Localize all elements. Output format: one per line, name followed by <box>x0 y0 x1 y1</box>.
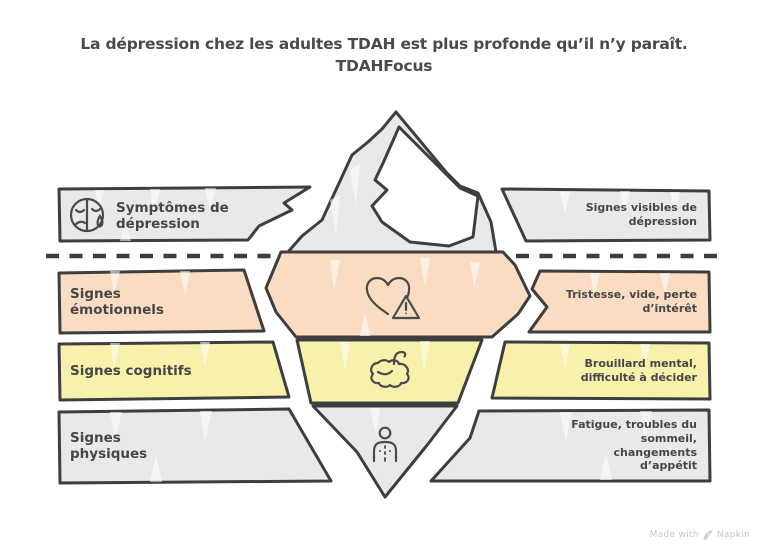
brain-fog-icon <box>370 350 410 388</box>
title-line-2: TDAHFocus <box>335 57 433 76</box>
row1-right-band <box>500 187 712 243</box>
label-physical-detail: Fatigue, troubles du sommeil, changement… <box>571 418 697 473</box>
label-cognitive-signs: Signes cognitifs <box>70 363 192 379</box>
row3-center-section <box>295 338 484 405</box>
label-cognitive-detail: Brouillard mental, difficulté à décider <box>580 357 697 384</box>
row1-left-band <box>57 185 312 243</box>
label-visible-signs: Signes visibles de dépression <box>585 201 697 228</box>
feather-icon <box>703 530 713 540</box>
row3-right-band <box>490 340 712 401</box>
heart-alert-icon <box>365 276 421 320</box>
label-visible-symptoms: Symptômes de dépression <box>116 200 229 233</box>
label-emotional-signs: Signes émotionnels <box>70 286 164 319</box>
row4-right-band <box>429 408 712 483</box>
footer-credit: Made with Napkin <box>650 530 750 540</box>
row4-left-band <box>57 407 333 485</box>
footer-brand: Napkin <box>716 530 750 540</box>
label-physical-signs: Signes physiques <box>70 430 148 463</box>
texture-streaks <box>95 163 680 482</box>
footer-made-with: Made with <box>649 530 699 540</box>
row2-center-section <box>264 250 532 339</box>
title-line-1: La dépression chez les adultes TDAH est … <box>80 35 688 53</box>
label-emotional-detail: Tristesse, vide, perte d’intérêt <box>565 288 697 315</box>
sad-face-icon <box>69 197 105 233</box>
person-fatigue-icon <box>372 426 398 463</box>
page-title: La dépression chez les adultes TDAH est … <box>0 33 768 78</box>
iceberg-tip-facet <box>370 125 480 248</box>
